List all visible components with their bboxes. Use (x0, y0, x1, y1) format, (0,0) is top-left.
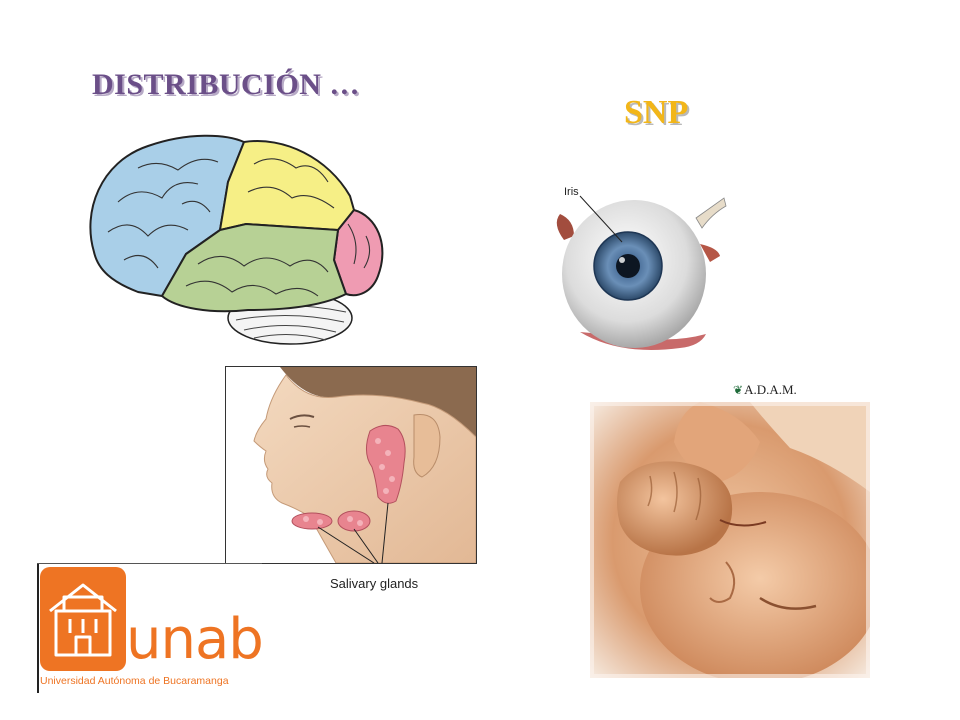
iris-pointer (579, 195, 623, 243)
eye-muscle-left (556, 214, 574, 240)
university-name: Universidad Autónoma de Bucaramanga (40, 675, 229, 687)
logo-left-border (37, 563, 39, 693)
brain-parietal-lobe (218, 140, 356, 232)
unab-logo (37, 563, 262, 693)
adam-watermark: ❦A.D.A.M. (733, 382, 797, 398)
unab-wordmark: unab (126, 607, 264, 672)
parotid-gland (366, 425, 406, 504)
distribution-title: DISTRIBUCIÓN … (92, 68, 360, 101)
eye-muscle-right (695, 197, 727, 229)
logo-top-border (37, 563, 262, 564)
adam-text: A.D.A.M. (744, 382, 797, 397)
salivary-glands-label: Salivary glands (330, 576, 419, 591)
gland-texture (303, 438, 395, 526)
hair (280, 367, 476, 437)
eye-illustration (556, 195, 727, 350)
baby-arm (674, 402, 760, 482)
adam-leaf-icon: ❦ (733, 383, 744, 397)
pupil (616, 254, 640, 278)
salivary-figure-frame (225, 366, 477, 564)
baby-closed-eye (759, 596, 817, 610)
unab-building-icon (40, 567, 126, 671)
submandibular-gland (337, 510, 371, 532)
gland-pointers (317, 502, 389, 563)
face-illustration (226, 367, 476, 563)
ear (413, 413, 441, 478)
snp-title: SNP (624, 94, 689, 131)
brain-temporal-lobe (160, 222, 348, 313)
baby-photo (590, 402, 870, 678)
sublingual-gland (291, 512, 333, 530)
brain-frontal-lobe (89, 134, 246, 298)
brain-gyri (107, 158, 371, 297)
brain-illustration (89, 134, 384, 345)
iris-label: Iris (564, 186, 579, 198)
